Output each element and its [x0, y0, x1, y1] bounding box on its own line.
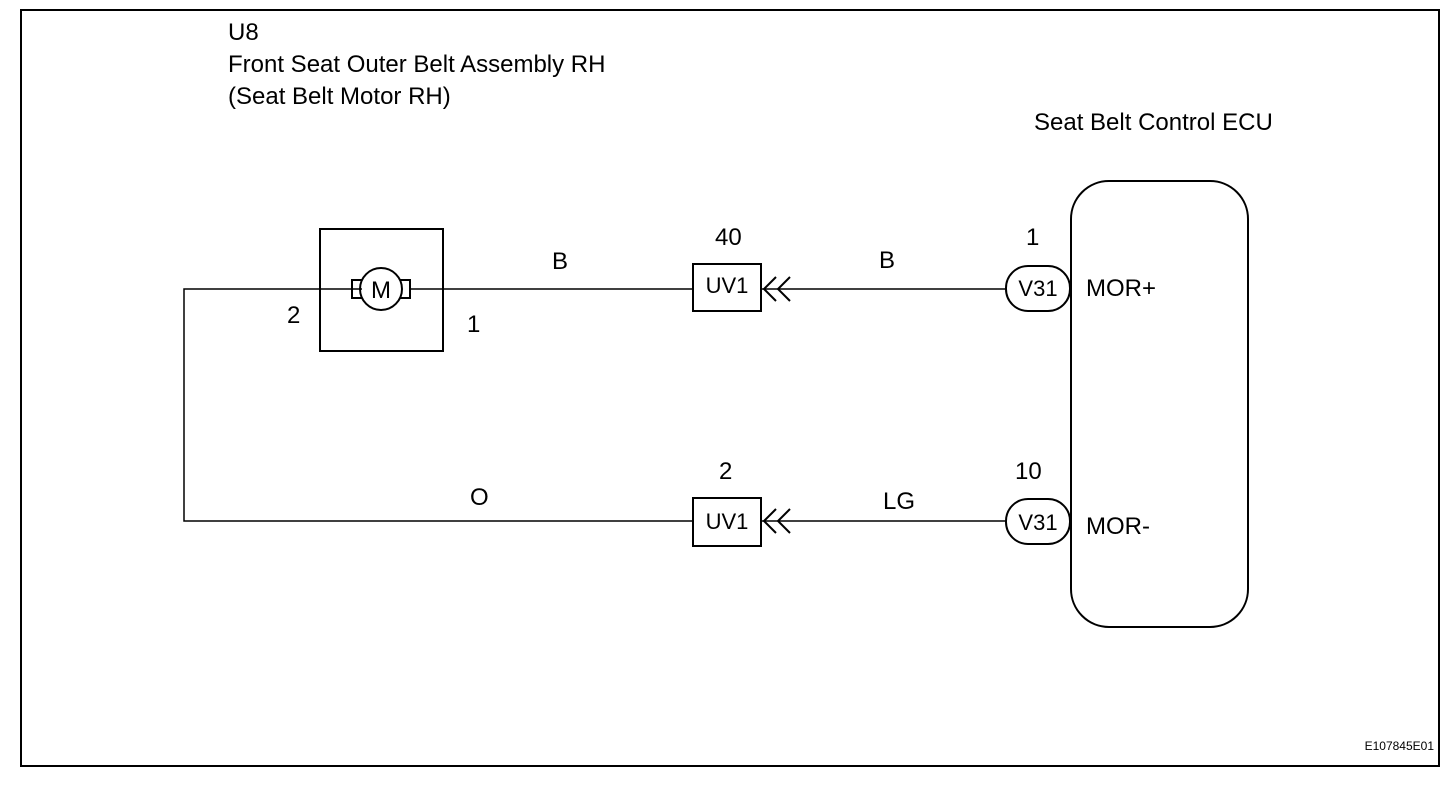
top-junction-chevron-icon	[762, 276, 791, 302]
component-name: Front Seat Outer Belt Assembly RH	[228, 51, 605, 78]
wire-color-top-left: B	[552, 248, 568, 275]
top-junction-connector	[692, 263, 762, 312]
bottom-ecu-connector-pin: 10	[1015, 458, 1042, 485]
bottom-junction-chevron-icon	[762, 508, 791, 534]
top-ecu-connector-pin: 1	[1026, 224, 1039, 251]
ecu-terminal-bottom: MOR-	[1086, 513, 1150, 540]
ecu-name: Seat Belt Control ECU	[1034, 109, 1273, 136]
top-junction-name: UV1	[706, 273, 749, 298]
wire-color-bottom-left: O	[470, 484, 489, 511]
bottom-ecu-connector-name: V31	[1018, 510, 1057, 535]
ecu-box	[1070, 180, 1249, 628]
top-ecu-connector	[1005, 265, 1071, 312]
bottom-ecu-connector	[1005, 498, 1071, 545]
component-pin-right: 1	[467, 311, 480, 338]
diagram-frame	[20, 9, 1440, 767]
figure-code: E107845E01	[1365, 739, 1435, 753]
bottom-junction-connector	[692, 497, 762, 547]
motor-component-box	[319, 228, 444, 352]
wire-color-top-right: B	[879, 247, 895, 274]
bottom-junction-name: UV1	[706, 509, 749, 534]
motor-symbol-label: M	[371, 277, 391, 304]
component-id: U8	[228, 19, 259, 46]
component-sub-name: (Seat Belt Motor RH)	[228, 83, 451, 110]
ecu-terminal-top: MOR+	[1086, 275, 1156, 302]
bottom-junction-pin: 2	[719, 458, 732, 485]
top-junction-pin: 40	[715, 224, 742, 251]
top-ecu-connector-name: V31	[1018, 276, 1057, 301]
wire-bottom-left	[183, 288, 693, 522]
component-pin-left: 2	[287, 302, 300, 329]
wire-color-bottom-right: LG	[883, 488, 915, 515]
